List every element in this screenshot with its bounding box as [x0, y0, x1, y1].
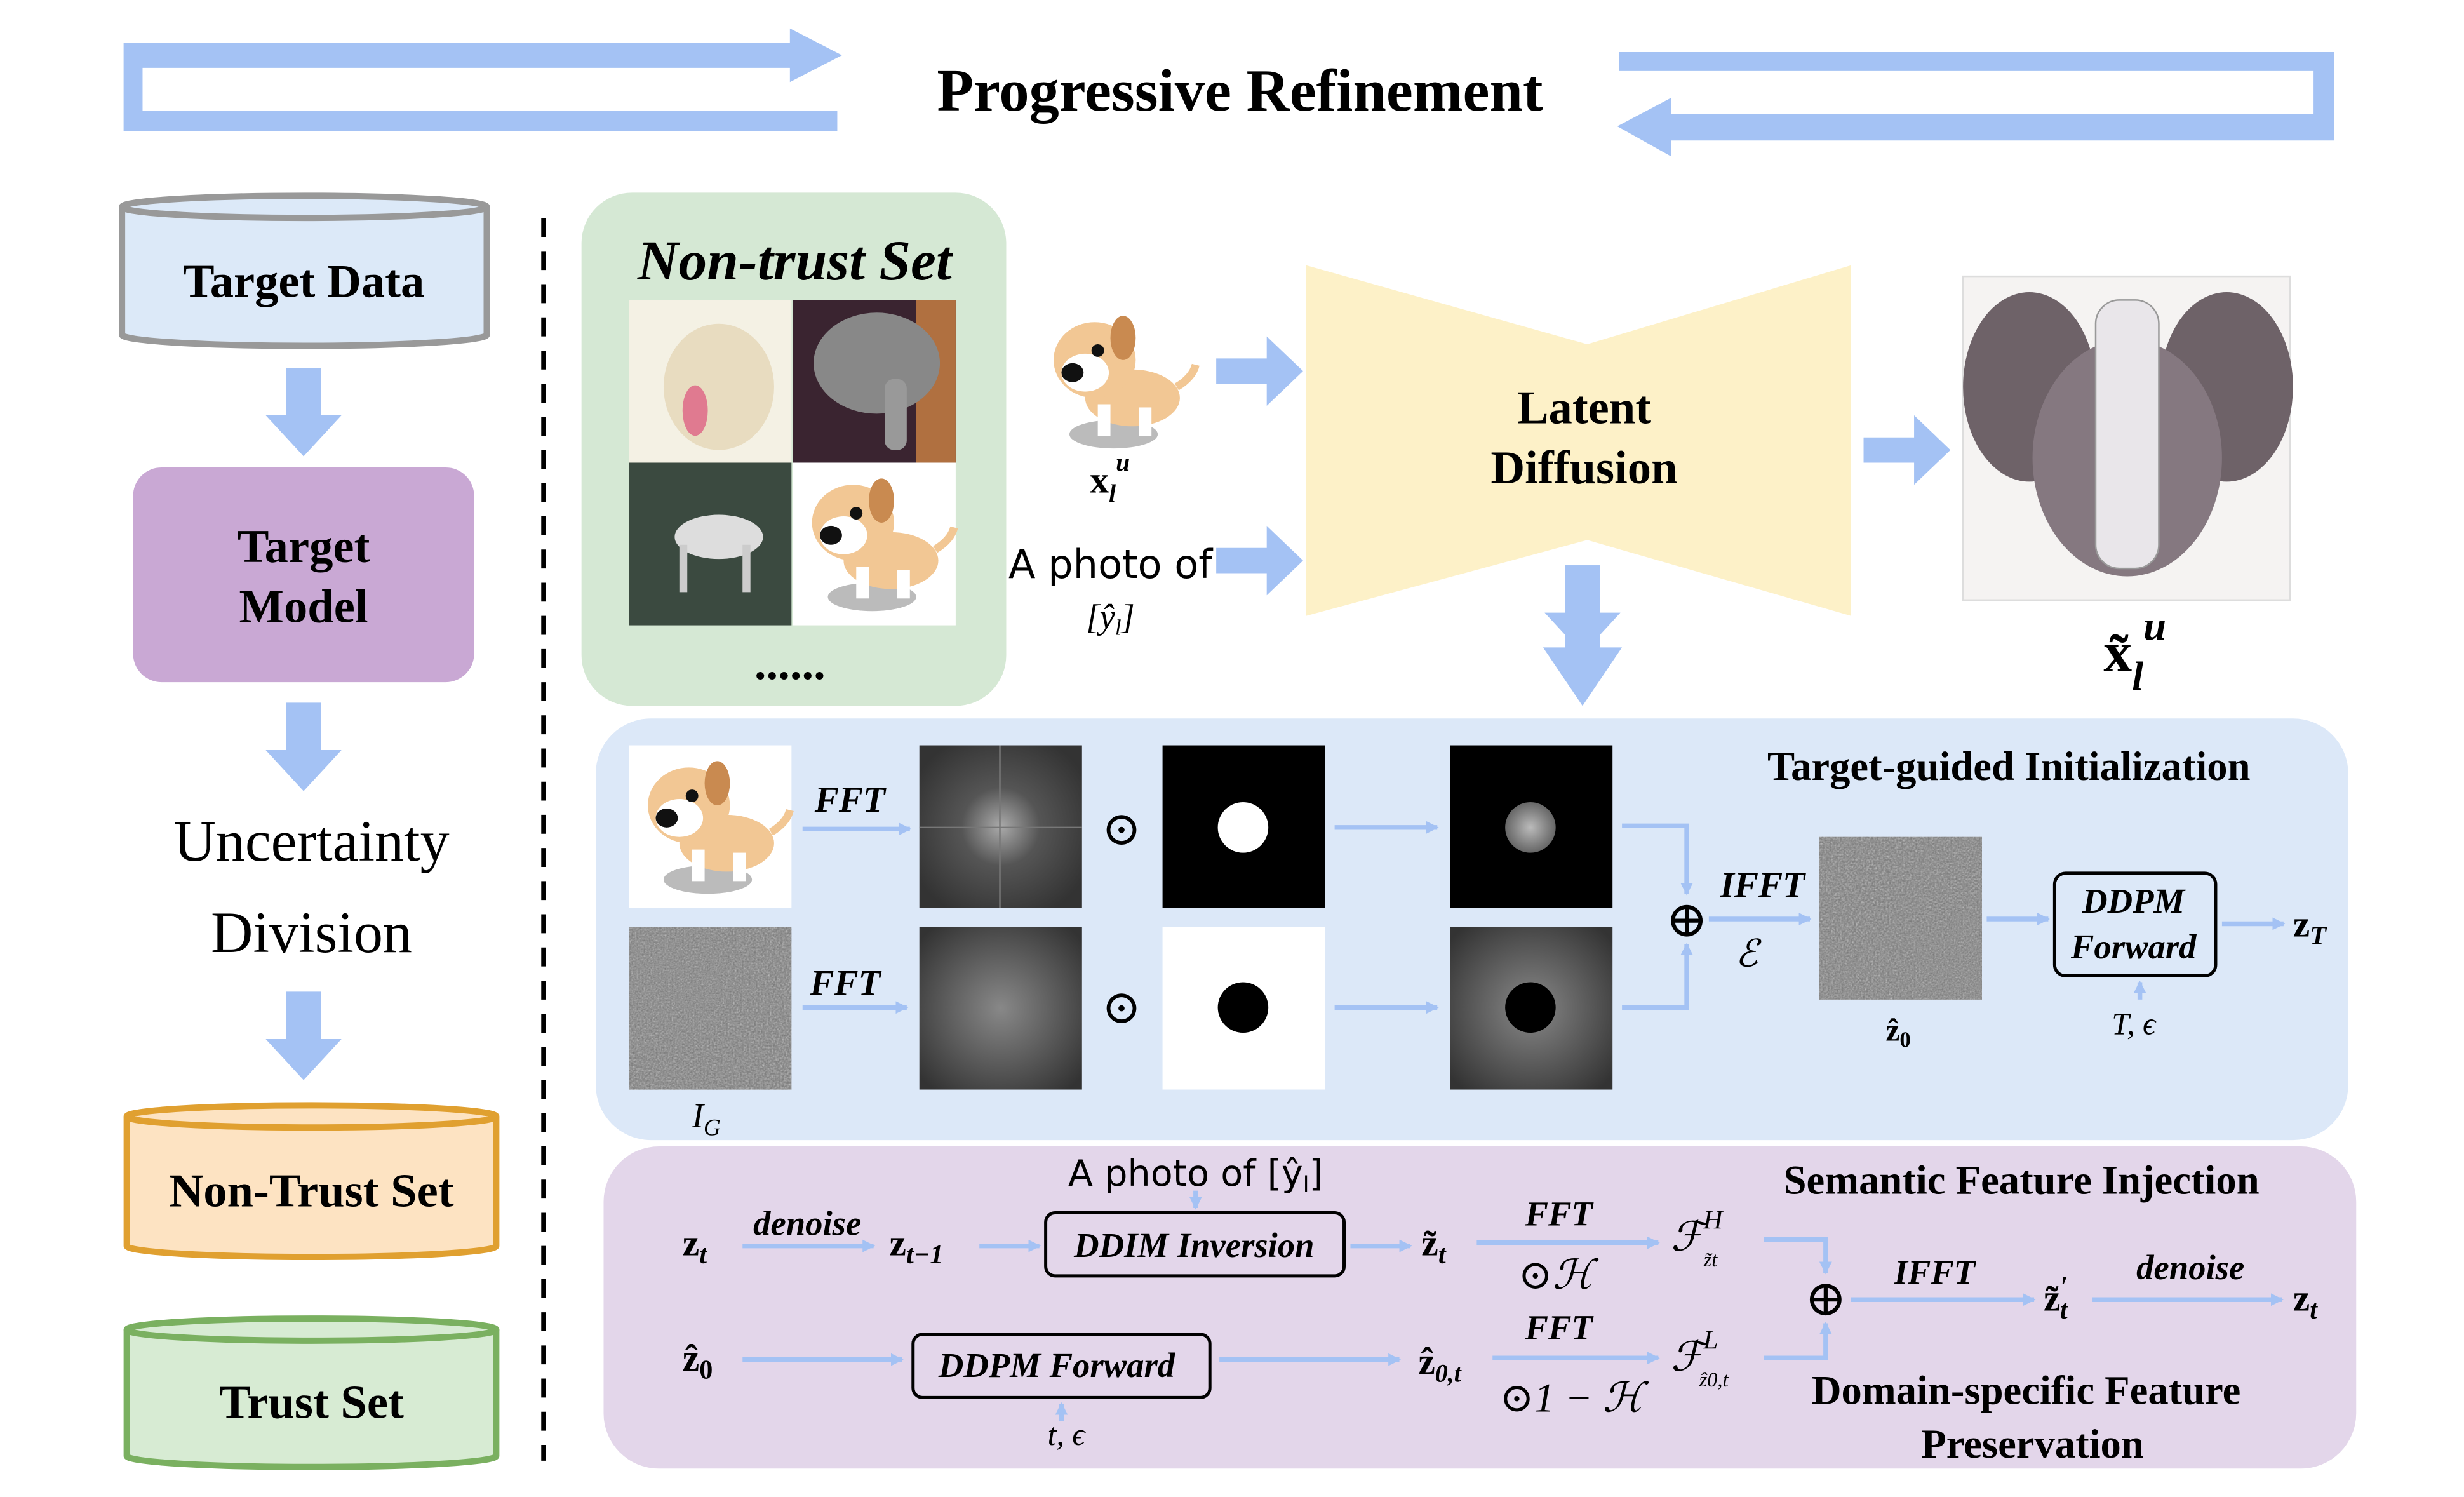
arrow-right-icon — [1863, 415, 1951, 485]
z0-label: ẑ0 — [683, 1337, 713, 1385]
init-panel-title: Target-guided Initialization — [1767, 743, 2251, 789]
zt-label: zt — [683, 1222, 707, 1270]
semantic-feature-injection-panel: Semantic Feature Injection Domain-specif… — [603, 1146, 2357, 1469]
zt-prime-label: z̃′t — [2044, 1272, 2068, 1325]
add-icon: ⊕ — [1666, 892, 1708, 948]
noise-label: IG — [692, 1096, 721, 1141]
uncertainty-label-2: Division — [211, 900, 412, 965]
preservation-title-2: Preservation — [1921, 1421, 2144, 1467]
hadamard-icon: ⊙ — [1102, 803, 1142, 856]
target-model-label-1: Target — [238, 521, 370, 573]
progressive-refinement-arrow-left — [123, 28, 842, 131]
arrow-right-icon — [1216, 525, 1303, 596]
arrow-down-icon — [1543, 565, 1623, 706]
zt-tilde-label: z̃t — [1421, 1222, 1446, 1270]
ddim-inversion-box: DDIM Inversion — [1044, 1211, 1346, 1278]
ddpm-params: t, ϵ — [1048, 1417, 1087, 1452]
fft-label: FFT — [809, 963, 881, 1003]
high-mask-label: ⊙ℋ — [1518, 1252, 1599, 1298]
init-image-dog — [629, 746, 791, 908]
prompt-label: A photo of — [1008, 541, 1214, 587]
more-images-ellipsis: ...... — [754, 638, 826, 690]
sample-image-dog-cartoon — [793, 462, 956, 625]
output-label: x̃lu — [2103, 603, 2166, 699]
trust-set-cylinder: Trust Set — [123, 1315, 500, 1470]
arrow-right-icon — [1216, 336, 1303, 406]
input-label: xlu — [1090, 448, 1130, 508]
sample-image-elephant — [793, 300, 956, 463]
non-trust-panel-title: Non-trust Set — [637, 229, 954, 292]
non-trust-set-label: Non-Trust Set — [169, 1165, 453, 1218]
arrow-down-icon — [265, 368, 342, 457]
ddpm-label: DDPM Forward — [938, 1346, 1176, 1385]
prompt-class-label: [ŷl] — [1086, 598, 1135, 640]
ddpm-forward-box: DDPM Forward — [2052, 871, 2218, 978]
sample-image-horse — [629, 462, 792, 626]
uncertainty-label-1: Uncertainty — [173, 809, 449, 873]
ddpm-params: T, ϵ — [2112, 1007, 2157, 1042]
latent-diffusion-label-1: Latent — [1517, 382, 1651, 434]
preservation-title-1: Domain-specific Feature — [1812, 1367, 2240, 1413]
target-guided-initialization-panel: Target-guided Initialization FFT ⊙ IG FF… — [596, 718, 2348, 1141]
fft-label: FFT — [814, 780, 887, 820]
low-mask-label: ⊙1 − ℋ — [1499, 1375, 1649, 1421]
arrow-down-icon — [265, 702, 342, 791]
trust-set-label: Trust Set — [219, 1377, 404, 1429]
add-icon: ⊕ — [1805, 1271, 1847, 1327]
sample-image-dog — [629, 300, 792, 463]
ddpm-forward-box-2: DDPM Forward — [911, 1333, 1212, 1399]
zT-label: zT — [2293, 903, 2327, 950]
fft-label: FFT — [1524, 1308, 1594, 1346]
ddpm-label-2: Forward — [2070, 927, 2197, 966]
non-trust-panel: Non-trust Set ...... — [581, 192, 1007, 706]
progressive-refinement-arrow-right — [1617, 52, 2334, 157]
target-data-label: Target Data — [183, 255, 424, 307]
encoder-label: ℰ — [1735, 933, 1762, 975]
inject-prompt: A photo of [ŷl] — [1068, 1153, 1323, 1198]
zt-out-label: zt — [2293, 1277, 2318, 1325]
target-model-box: Target Model — [133, 467, 474, 683]
denoise-label: denoise — [753, 1204, 861, 1242]
latent-diffusion-block: Latent Diffusion — [1306, 265, 1851, 616]
ddpm-label-1: DDPM — [2082, 882, 2186, 920]
ifft-label: IFFT — [1720, 865, 1807, 905]
target-data-cylinder: Target Data — [119, 192, 490, 349]
noise-spectrum-image — [919, 927, 1082, 1090]
zt-1-label: zt−1 — [889, 1222, 943, 1270]
fft-label: FFT — [1524, 1194, 1594, 1233]
denoise-label: denoise — [2136, 1248, 2244, 1287]
ddim-label: DDIM Inversion — [1073, 1226, 1314, 1265]
z0-label: ẑ0 — [1885, 1012, 1910, 1052]
arrow-down-icon — [265, 991, 342, 1080]
hadamard-icon: ⊙ — [1102, 982, 1142, 1034]
target-model-label-2: Model — [239, 581, 368, 633]
latent-diffusion-label-2: Diffusion — [1490, 442, 1677, 494]
non-trust-set-cylinder: Non-Trust Set — [123, 1102, 500, 1261]
input-image-dog — [1034, 300, 1197, 462]
title: Progressive Refinement — [937, 58, 1543, 124]
output-image-elephant — [1962, 275, 2293, 601]
inject-panel-title: Semantic Feature Injection — [1784, 1157, 2260, 1203]
z0t-label: ẑ0,t — [1418, 1340, 1462, 1387]
ifft-label: IFFT — [1894, 1252, 1977, 1291]
